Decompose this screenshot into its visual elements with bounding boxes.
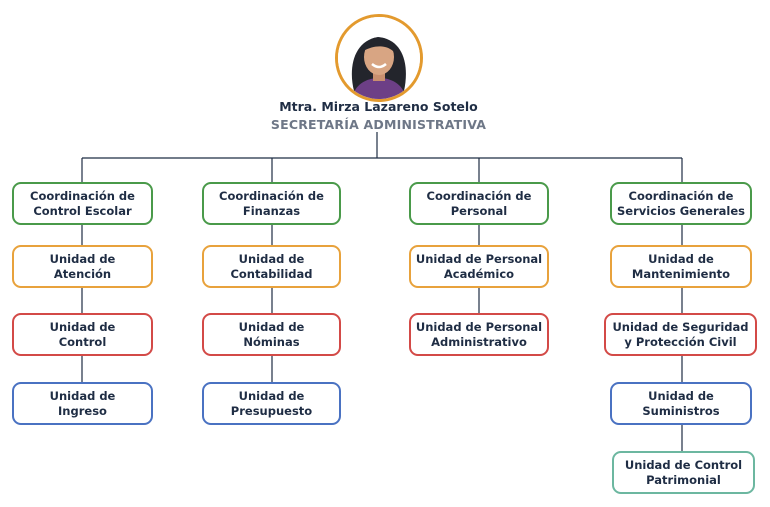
coordination-finanzas: Coordinación de Finanzas bbox=[202, 182, 341, 225]
person-avatar-icon bbox=[338, 17, 420, 99]
unit-seguridad-proteccion-civil: Unidad de Seguridad y Protección Civil bbox=[604, 313, 757, 356]
unit-presupuesto: Unidad de Presupuesto bbox=[202, 382, 341, 425]
coordination-control-escolar: Coordinación de Control Escolar bbox=[12, 182, 153, 225]
director-name: Mtra. Mirza Lazareno Sotelo bbox=[279, 99, 478, 114]
unit-personal-administrativo: Unidad de Personal Administrativo bbox=[409, 313, 549, 356]
unit-nominas: Unidad de Nóminas bbox=[202, 313, 341, 356]
unit-control-patrimonial: Unidad de Control Patrimonial bbox=[612, 451, 755, 494]
coordination-servicios-generales: Coordinación de Servicios Generales bbox=[610, 182, 752, 225]
unit-ingreso: Unidad de Ingreso bbox=[12, 382, 153, 425]
unit-control: Unidad de Control bbox=[12, 313, 153, 356]
unit-mantenimiento: Unidad de Mantenimiento bbox=[610, 245, 752, 288]
unit-personal-academico: Unidad de Personal Académico bbox=[409, 245, 549, 288]
director-title: SECRETARÍA ADMINISTRATIVA bbox=[270, 117, 487, 132]
unit-atencion: Unidad de Atención bbox=[12, 245, 153, 288]
coordination-personal: Coordinación de Personal bbox=[409, 182, 549, 225]
unit-suministros: Unidad de Suministros bbox=[610, 382, 752, 425]
unit-contabilidad: Unidad de Contabilidad bbox=[202, 245, 341, 288]
director-photo bbox=[335, 14, 423, 102]
